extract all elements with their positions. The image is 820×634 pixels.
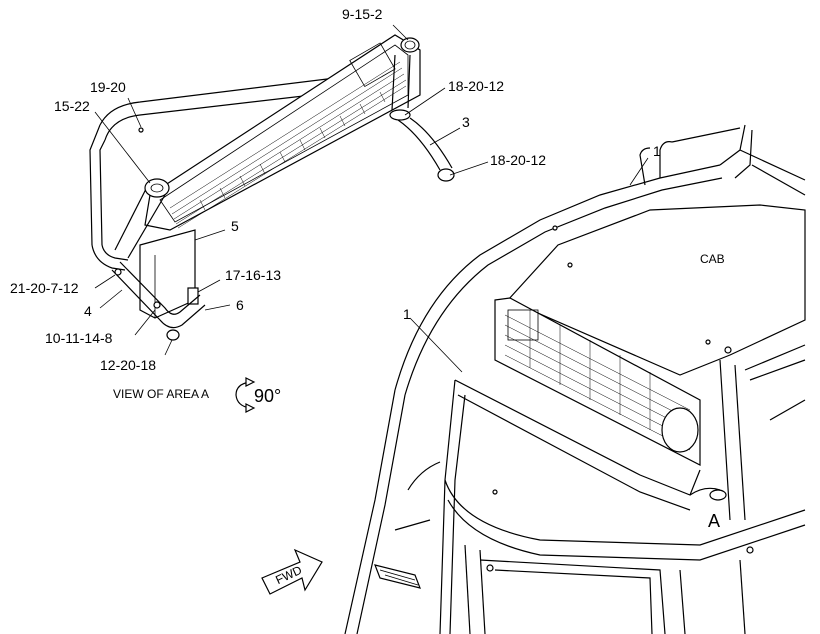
callout-19-20: 19-20	[90, 79, 126, 95]
callout-12-20-18: 12-20-18	[100, 357, 157, 373]
callout-18-20-12-upper: 18-20-12	[448, 78, 505, 94]
callout-1-main: 1	[403, 306, 411, 322]
rotation-label: 90°	[254, 386, 282, 406]
callout-4: 4	[84, 303, 92, 319]
leader-lines	[94, 24, 649, 373]
callout-9-15-2: 9-15-2	[342, 6, 383, 22]
cab-label: CAB	[700, 252, 725, 266]
callout-3: 3	[462, 114, 470, 130]
callout-10-11-14-8: 10-11-14-8	[45, 330, 113, 346]
area-marker: A	[708, 511, 721, 531]
cab-main-view	[344, 124, 806, 634]
callout-17-16-13: 17-16-13	[225, 267, 282, 283]
callout-6: 6	[236, 297, 244, 313]
callout-5: 5	[231, 218, 239, 234]
fwd-arrow-icon	[261, 548, 323, 595]
detail-view-area-a	[89, 34, 455, 341]
view-label: VIEW OF AREA A	[113, 387, 210, 401]
callout-18-20-12-lower: 18-20-12	[490, 152, 547, 168]
callout-21-20-7-12: 21-20-7-12	[10, 280, 79, 296]
rotate-arrow-icon	[235, 377, 256, 413]
callout-1-roof: 1	[653, 143, 661, 159]
callout-15-22: 15-22	[54, 98, 90, 114]
